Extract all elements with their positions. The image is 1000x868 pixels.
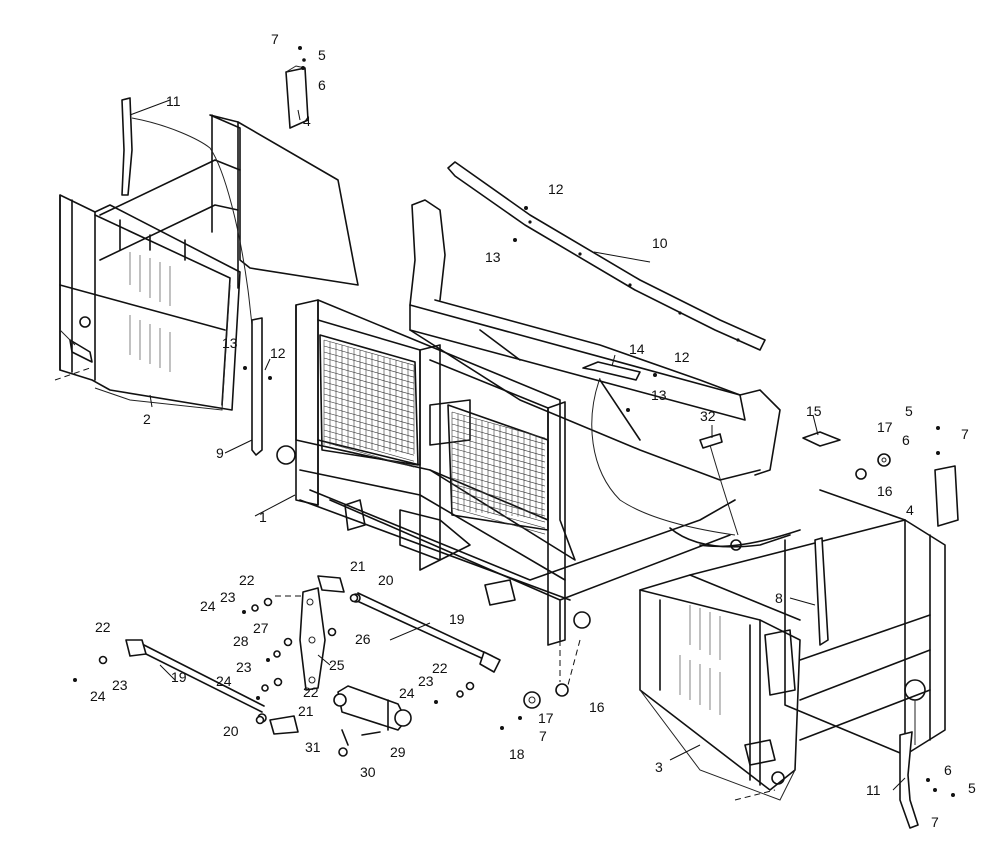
callout-labels: 1 2 3 4 4 5 5 5 6 6 6 7 7 7 7 8 9 10 11 …: [90, 31, 976, 830]
grill-mesh-left: [319, 334, 419, 468]
callout-16: 16: [589, 699, 605, 715]
main-frame: [276, 199, 801, 646]
callout-5: 5: [905, 403, 913, 419]
callout-20: 20: [223, 723, 239, 739]
callout-2: 2: [143, 411, 151, 427]
callout-24: 24: [200, 598, 216, 614]
callout-7: 7: [539, 728, 547, 744]
left-panel-vents: [129, 252, 171, 372]
callout-20: 20: [378, 572, 394, 588]
callout-7: 7: [961, 426, 969, 442]
strap-15: [802, 431, 841, 447]
callout-17: 17: [877, 419, 893, 435]
callout-17: 17: [538, 710, 554, 726]
callout-1: 1: [259, 509, 267, 525]
plate-4-top: [285, 65, 309, 129]
callout-7: 7: [931, 814, 939, 830]
callout-19: 19: [171, 669, 187, 685]
right-side-panel: [639, 489, 946, 801]
grill-mesh-right: [447, 404, 549, 535]
callout-31: 31: [305, 739, 321, 755]
callout-25: 25: [329, 657, 345, 673]
callout-15: 15: [806, 403, 822, 419]
callout-6: 6: [318, 77, 326, 93]
callout-24: 24: [399, 685, 415, 701]
callout-13: 13: [222, 335, 238, 351]
callout-23: 23: [220, 589, 236, 605]
callout-22: 22: [303, 684, 319, 700]
callout-32: 32: [700, 408, 716, 424]
callout-5: 5: [968, 780, 976, 796]
callout-14: 14: [629, 341, 645, 357]
callout-24: 24: [90, 688, 106, 704]
plate-4-right: [934, 465, 959, 527]
callout-23: 23: [112, 677, 128, 693]
callout-11: 11: [166, 93, 181, 109]
callout-30: 30: [360, 764, 376, 780]
callout-23: 23: [418, 673, 434, 689]
callout-13: 13: [651, 387, 667, 403]
callout-21: 21: [298, 703, 314, 719]
callout-4: 4: [303, 113, 311, 129]
fastener-dots: [73, 46, 955, 797]
callout-28: 28: [233, 633, 249, 649]
callout-8: 8: [775, 590, 783, 606]
callout-4: 4: [906, 502, 914, 518]
bar-9: [251, 317, 263, 456]
callout-11: 11: [866, 782, 881, 798]
callout-21: 21: [350, 558, 366, 574]
linkage-assembly: [98, 575, 581, 757]
callout-13: 13: [485, 249, 501, 265]
callout-9: 9: [216, 445, 224, 461]
callout-22: 22: [239, 572, 255, 588]
callout-22: 22: [95, 619, 111, 635]
callout-18: 18: [509, 746, 525, 762]
fitting-17-16-right: [855, 453, 891, 480]
strap-11-right: [899, 731, 919, 829]
strap-14: [582, 361, 736, 536]
callout-6: 6: [902, 432, 910, 448]
strap-32: [699, 433, 739, 536]
callout-6: 6: [944, 762, 952, 778]
callout-27: 27: [253, 620, 269, 636]
callout-7: 7: [271, 31, 279, 47]
rail-10: [447, 161, 766, 351]
left-side-panel: [54, 114, 359, 411]
callout-22: 22: [432, 660, 448, 676]
callout-12: 12: [548, 181, 564, 197]
callout-12: 12: [270, 345, 286, 361]
right-panel-vents: [679, 605, 721, 715]
callout-19: 19: [449, 611, 465, 627]
bar-8: [814, 537, 829, 646]
strap-11-left: [121, 97, 256, 346]
callout-5: 5: [318, 47, 326, 63]
callout-29: 29: [390, 744, 406, 760]
callout-23: 23: [236, 659, 252, 675]
callout-24: 24: [216, 673, 232, 689]
callout-12: 12: [674, 349, 690, 365]
callout-3: 3: [655, 759, 663, 775]
leader-lines: [129, 99, 906, 791]
callout-16: 16: [877, 483, 893, 499]
callout-26: 26: [355, 631, 371, 647]
callout-10: 10: [652, 235, 668, 251]
